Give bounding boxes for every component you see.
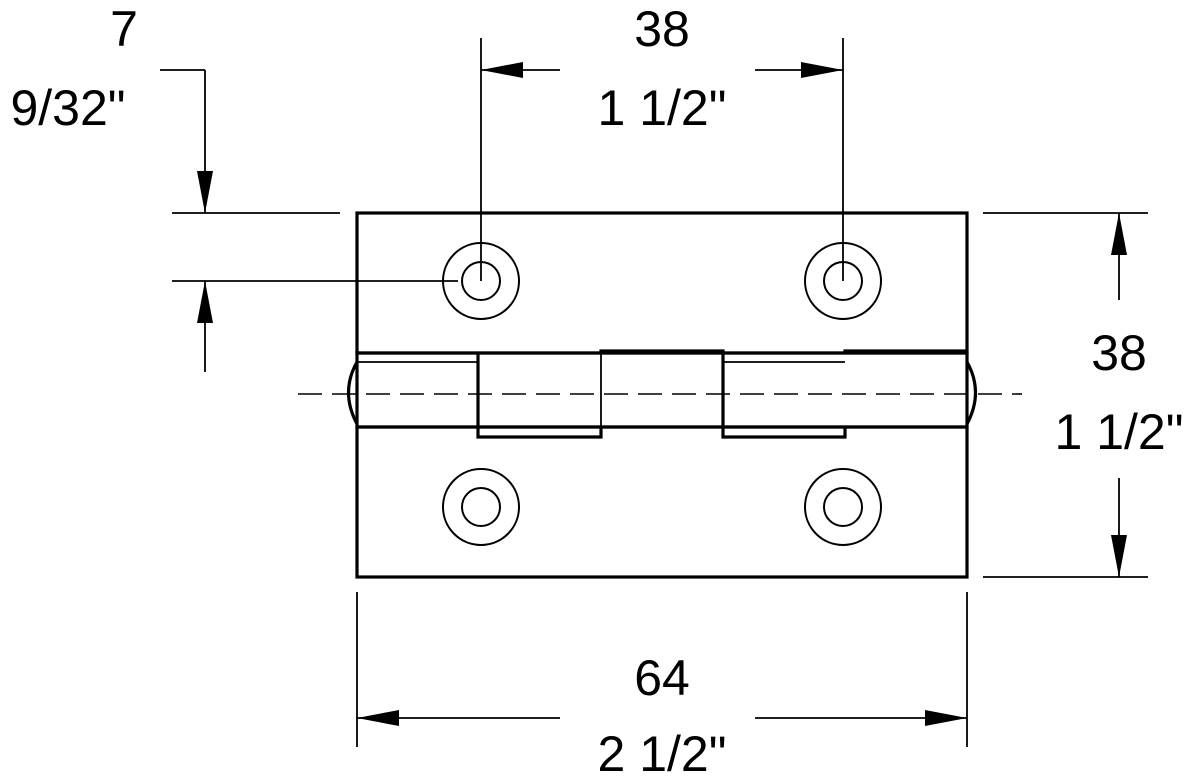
- arrow-head: [481, 62, 523, 78]
- hinge-upper-leaf: [355, 211, 969, 355]
- width-mm-label: 64: [634, 650, 690, 706]
- hinge-body: [298, 211, 1022, 579]
- width-dimension: 64 2 1/2": [356, 592, 968, 777]
- hole-spacing-mm-label: 38: [634, 1, 690, 57]
- hole-offset-mm-label: 7: [110, 1, 138, 57]
- arrow-head: [1111, 535, 1127, 577]
- screw-hole: [442, 468, 520, 546]
- hole-offset-inch-label: 9/32": [10, 80, 125, 136]
- pin-cap-left: [347, 361, 359, 425]
- arrow-head: [197, 281, 213, 323]
- arrow-head: [1111, 213, 1127, 255]
- arrow-head: [197, 171, 213, 213]
- hole-spacing-dimension: 38 1 1/2": [480, 1, 844, 281]
- height-mm-label: 38: [1091, 325, 1147, 381]
- screw-hole: [804, 468, 882, 546]
- width-inch-label: 2 1/2": [598, 726, 727, 777]
- height-inch-label: 1 1/2": [1055, 404, 1184, 460]
- hinge-lower-leaf: [355, 425, 969, 579]
- hole-spacing-inch-label: 1 1/2": [598, 80, 727, 136]
- pin-cap-right: [965, 361, 977, 425]
- hinge-knuckles: [355, 349, 969, 439]
- height-dimension: 38 1 1/2": [983, 212, 1184, 578]
- arrow-head: [801, 62, 843, 78]
- hole-offset-dimension: 7 9/32": [10, 1, 458, 372]
- arrow-head: [357, 710, 399, 726]
- arrow-head: [925, 710, 967, 726]
